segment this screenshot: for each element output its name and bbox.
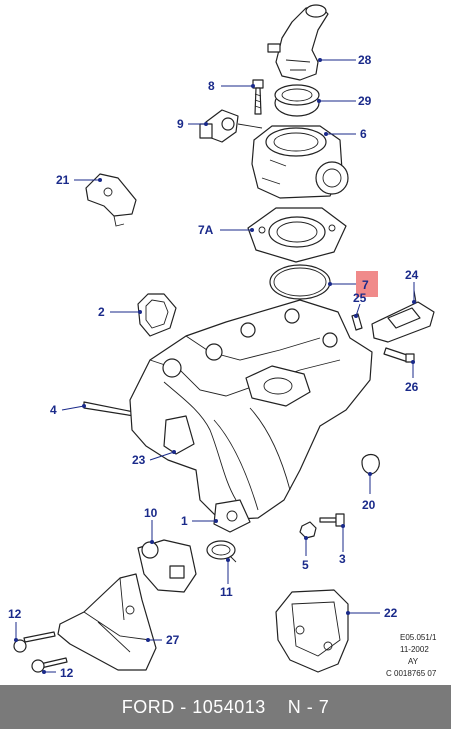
- label-21: 21: [56, 173, 70, 187]
- label-28: 28: [358, 53, 372, 67]
- label-7a: 7A: [198, 223, 214, 237]
- label-10: 10: [144, 506, 158, 520]
- part-4-stud: [83, 401, 135, 417]
- part-2-gasket: [137, 293, 177, 337]
- part-9-sensor: [199, 109, 263, 143]
- label-1: 1: [181, 514, 188, 528]
- label-12-upper: 12: [8, 607, 22, 621]
- part-12-bolt-upper: [13, 631, 56, 653]
- part-20-cap: [361, 453, 380, 475]
- part-28-housing: [267, 4, 329, 81]
- highlight-box-7: [356, 271, 378, 297]
- reference-line-1: E05.051/1: [400, 633, 437, 642]
- reference-block: E05.051/1 11-2002 AY C 0018765 07: [386, 633, 437, 678]
- label-20: 20: [362, 498, 376, 512]
- reference-line-2: 11-2002: [400, 645, 429, 654]
- part-22-cover: [275, 589, 349, 673]
- part-8-bolt: [252, 79, 264, 115]
- part-12-bolt-lower: [31, 657, 68, 673]
- part-11-clip: [206, 540, 237, 563]
- reference-line-3: AY: [408, 657, 419, 666]
- footer-bar: FORD - 1054013 N - 7: [0, 685, 451, 729]
- part-7a-gasket: [247, 207, 347, 263]
- footer-text: FORD - 1054013 N - 7: [121, 696, 330, 717]
- label-23: 23: [132, 453, 146, 467]
- label-7: 7: [362, 278, 369, 292]
- part-6-throttle-body: [251, 125, 349, 199]
- intake-manifold: [129, 299, 373, 533]
- part-27-bracket: [57, 573, 157, 671]
- part-26-bolt: [383, 347, 415, 363]
- part-29-seal: [274, 84, 320, 117]
- label-25: 25: [353, 291, 367, 305]
- label-3: 3: [339, 552, 346, 566]
- label-4: 4: [50, 403, 57, 417]
- label-2: 2: [98, 305, 105, 319]
- part-7-o-ring: [269, 264, 331, 300]
- label-27: 27: [166, 633, 180, 647]
- part-10-valve: [137, 539, 197, 593]
- reference-line-4: C 0018765 07: [386, 669, 437, 678]
- exploded-parts-diagram: 28 8 29 9 6 21 7A 7 24 25 2 26 4 23 20 1…: [8, 4, 437, 680]
- label-24: 24: [405, 268, 419, 282]
- label-5: 5: [302, 558, 309, 572]
- label-12-lower: 12: [60, 666, 74, 680]
- label-6: 6: [360, 127, 367, 141]
- label-29: 29: [358, 94, 372, 108]
- part-5-nut: [299, 521, 317, 539]
- part-24-bracket: [371, 289, 435, 343]
- label-26: 26: [405, 380, 419, 394]
- label-8: 8: [208, 79, 215, 93]
- leader-lines: [14, 58, 416, 674]
- label-11: 11: [220, 585, 233, 599]
- part-21-bracket: [85, 173, 137, 227]
- part-3-bolt: [319, 513, 345, 527]
- label-9: 9: [177, 117, 184, 131]
- label-22: 22: [384, 606, 398, 620]
